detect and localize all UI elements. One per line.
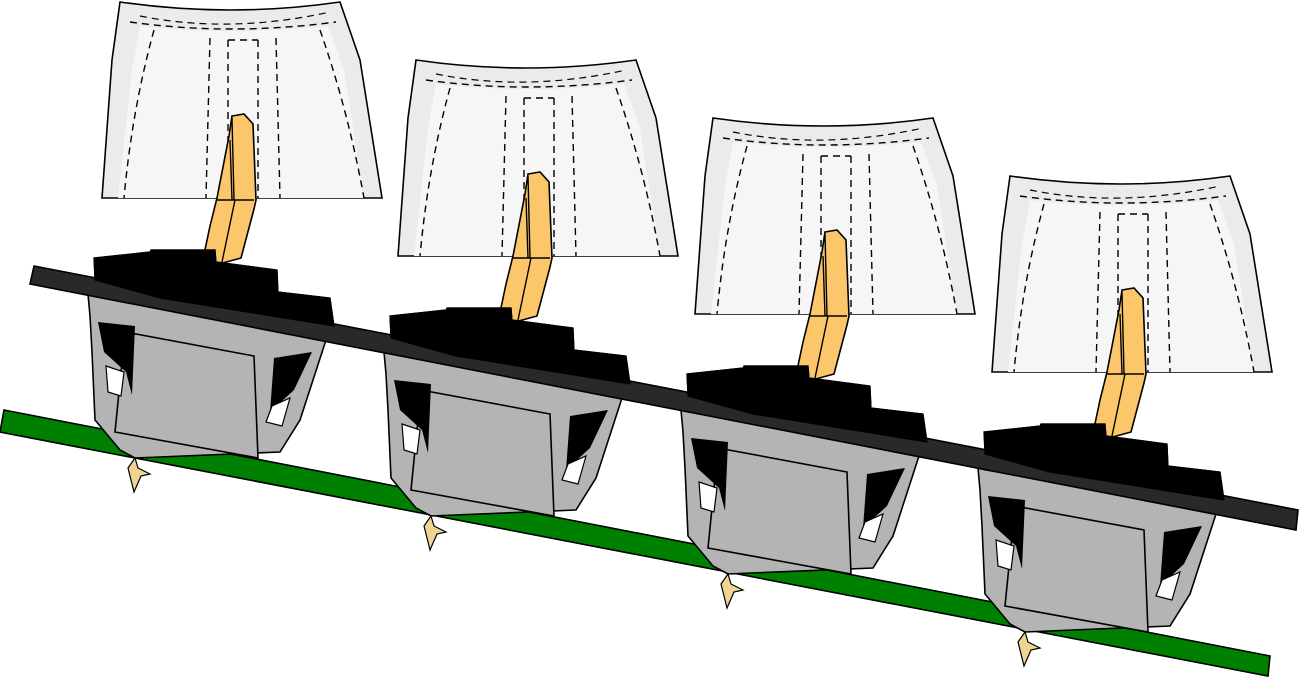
switch-unit-1: [87, 1, 383, 493]
switch-unit-2: [383, 59, 679, 551]
switch-unit-3: [680, 117, 976, 609]
switch-unit-4: [977, 175, 1273, 667]
